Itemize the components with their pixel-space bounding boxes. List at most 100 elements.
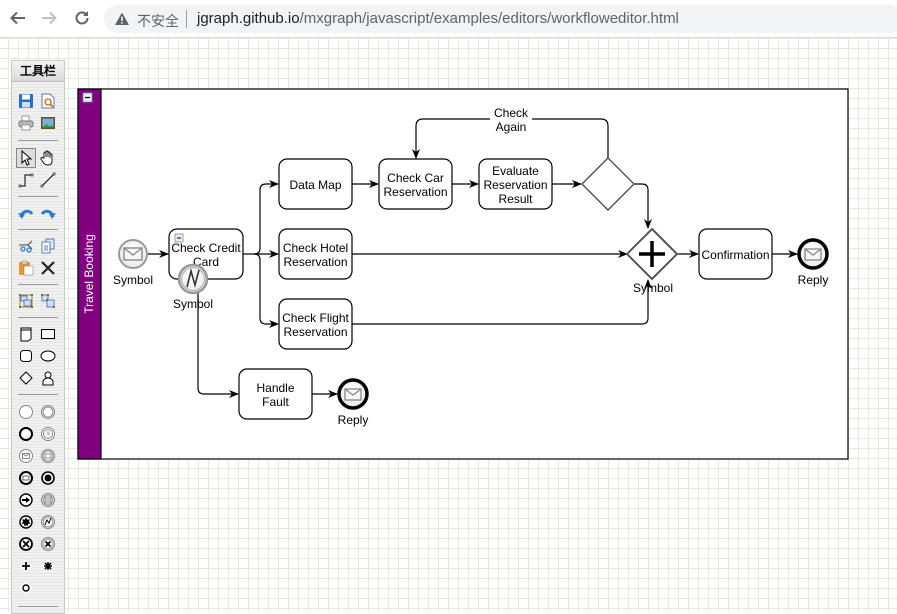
edge-label-bg: [490, 106, 532, 132]
plus-icon: [639, 241, 665, 267]
preview-button[interactable]: [39, 92, 57, 110]
print-button[interactable]: [17, 114, 35, 132]
actor-icon: [42, 371, 54, 386]
task-check-car-reservation[interactable]: Check Car Reservation: [378, 158, 453, 210]
asterisk-diamond-icon: [40, 558, 56, 574]
ellipse-shape-button[interactable]: [39, 347, 57, 365]
ungroup-button[interactable]: [39, 292, 57, 310]
security-status[interactable]: 不安全: [137, 13, 179, 29]
cancel-event-button[interactable]: [17, 535, 35, 553]
task-label: Reservation: [483, 178, 547, 192]
warning-triangle-icon[interactable]: [114, 11, 130, 27]
message-event-button[interactable]: [17, 447, 35, 465]
scissors-icon: [19, 240, 33, 253]
edge-credit-to-datamap[interactable]: [253, 180, 279, 255]
rectangle-shape-button[interactable]: [39, 325, 57, 343]
task-label: Result: [498, 192, 533, 206]
start-message-event[interactable]: [118, 239, 148, 269]
copy-icon: [41, 238, 55, 254]
redo-button[interactable]: [39, 204, 57, 222]
url-text[interactable]: jgraph.github.io/mxgraph/javascript/exam…: [197, 10, 679, 27]
envelope-icon: [123, 247, 143, 261]
parallel-gateway[interactable]: [625, 227, 679, 281]
task-label: Fault: [262, 395, 289, 409]
task-check-hotel-reservation[interactable]: Check Hotel Reservation: [278, 228, 353, 280]
rhombus-shape-button[interactable]: [17, 369, 35, 387]
delete-x-icon: [41, 261, 55, 275]
boundary-error-event[interactable]: [177, 263, 209, 295]
undo-icon: [18, 209, 34, 219]
edge-decision-to-gateway[interactable]: [634, 183, 652, 229]
ellipse-icon: [40, 350, 56, 362]
orthogonal-connector-button[interactable]: [17, 171, 35, 189]
gateway-label: Symbol: [633, 281, 673, 295]
parallel-gateway-button[interactable]: [17, 557, 35, 575]
edge-flight-to-gateway[interactable]: [352, 279, 652, 325]
redo-icon: [40, 209, 56, 219]
message-end-icon: [19, 471, 33, 485]
task-label: Handle: [256, 381, 294, 395]
compensation-x-icon: [41, 537, 55, 551]
timer-event-button[interactable]: [39, 425, 57, 443]
paste-button[interactable]: [17, 259, 35, 277]
rounded-rectangle-icon: [20, 350, 32, 362]
error-lightning-icon: [186, 267, 200, 289]
link-event-button[interactable]: [17, 491, 35, 509]
forward-button[interactable]: [38, 7, 60, 29]
elbow-connector-icon: [18, 173, 34, 188]
terminate-event-button[interactable]: [39, 469, 57, 487]
save-button[interactable]: [17, 92, 35, 110]
edge-credit-to-flight[interactable]: [253, 253, 279, 328]
compensation-event-button[interactable]: [39, 535, 57, 553]
pan-tool-button[interactable]: [39, 149, 57, 167]
undo-button[interactable]: [17, 204, 35, 222]
browser-toolbar: 不安全 jgraph.github.io/mxgraph/javascript/…: [0, 0, 897, 38]
group-button[interactable]: [17, 292, 35, 310]
start-event-button[interactable]: [17, 403, 35, 421]
task-data-map[interactable]: Data Map: [278, 158, 353, 210]
back-button[interactable]: [7, 7, 29, 29]
rule-event-button[interactable]: [39, 491, 57, 509]
rhombus-icon: [19, 371, 33, 385]
rectangle-icon: [41, 329, 55, 339]
complex-gateway-button[interactable]: [39, 557, 57, 575]
end-message-event-reply[interactable]: [797, 238, 829, 270]
cut-button[interactable]: [17, 237, 35, 255]
address-bar[interactable]: 不安全 jgraph.github.io/mxgraph/javascript/…: [104, 5, 897, 33]
delete-button[interactable]: [39, 259, 57, 277]
error-event-button[interactable]: [39, 513, 57, 531]
task-evaluate-reservation-result[interactable]: Evaluate Reservation Result: [478, 158, 553, 210]
export-image-button[interactable]: [39, 114, 57, 132]
message-end-event-button[interactable]: [17, 469, 35, 487]
end-event-button[interactable]: [17, 425, 35, 443]
rounded-rectangle-shape-button[interactable]: [17, 347, 35, 365]
plus-diamond-icon: [18, 558, 34, 574]
circle-diamond-icon: [18, 580, 34, 596]
end-message-event-fault-reply[interactable]: [337, 378, 369, 410]
intermediate-event-icon: [41, 405, 55, 419]
copy-button[interactable]: [39, 237, 57, 255]
message-intermediate-event-button[interactable]: [39, 447, 57, 465]
straight-connector-button[interactable]: [39, 171, 57, 189]
edge-error-to-handle-fault[interactable]: [197, 292, 239, 398]
message-envelope-icon: [19, 449, 33, 463]
task-handle-fault[interactable]: Handle Fault: [238, 368, 313, 420]
pool-collapse-button[interactable]: [82, 92, 93, 103]
timer-clock-icon: [41, 427, 55, 441]
intermediate-event-button[interactable]: [39, 403, 57, 421]
exclusive-gateway[interactable]: [581, 157, 635, 211]
actor-shape-button[interactable]: [39, 369, 57, 387]
task-label: Check Car: [387, 171, 444, 185]
swimlane-shape-button[interactable]: [17, 325, 35, 343]
task-check-flight-reservation[interactable]: Check Flight Reservation: [278, 298, 353, 350]
select-tool-button[interactable]: [16, 148, 36, 168]
task-confirmation[interactable]: Confirmation: [698, 228, 773, 280]
star-burst-icon: [19, 515, 33, 529]
reload-button[interactable]: [71, 7, 93, 29]
task-label: Data Map: [289, 178, 341, 192]
url-path: /mxgraph/javascript/examples/editors/wor…: [299, 10, 679, 27]
inclusive-gateway-button[interactable]: [17, 579, 35, 597]
task-label: Check Credit: [171, 241, 241, 255]
multiple-event-button[interactable]: [17, 513, 35, 531]
task-label: Reservation: [383, 185, 447, 199]
